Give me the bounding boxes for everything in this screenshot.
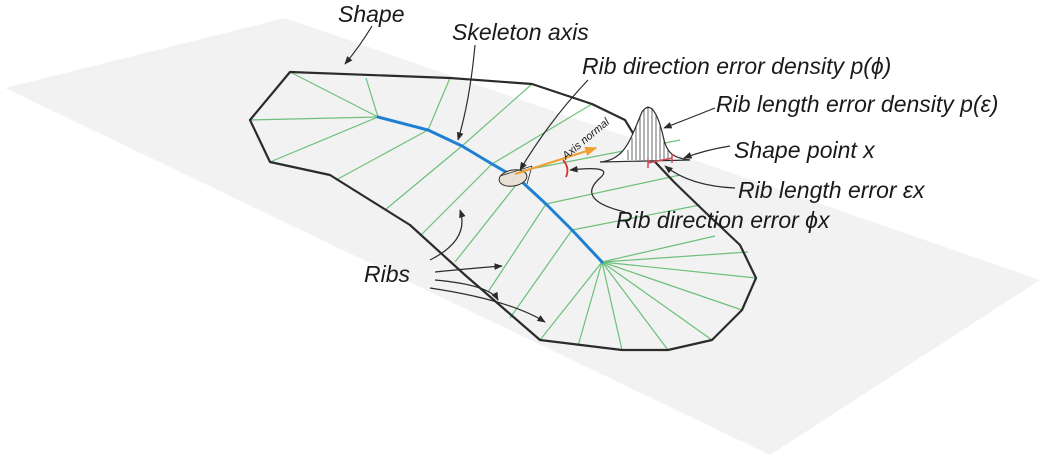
rib-direction-error-label: Rib direction error ϕx [616, 207, 831, 233]
skeleton-axis-leader [456, 44, 476, 141]
ribs-leader-1 [429, 209, 466, 261]
rib-line [571, 204, 701, 231]
rib-line [249, 116, 379, 121]
rib-direction-density-label: Rib direction error density p(ϕ) [582, 53, 891, 79]
shape-outline [248, 70, 758, 352]
rib-line [509, 229, 573, 319]
rib-line [487, 203, 547, 293]
rib-line [427, 77, 451, 131]
rib-line [454, 179, 521, 263]
rib-line [545, 174, 681, 205]
length-error-leader [664, 165, 736, 189]
axis-normal-arrow [514, 146, 598, 175]
skeleton-axis-label: Skeleton axis [452, 19, 589, 45]
rib-line [601, 251, 749, 263]
length-density-curve [599, 106, 691, 163]
direction-density-leader [519, 79, 589, 171]
rib-line [384, 145, 463, 211]
rib-line [491, 103, 593, 165]
direction-error-leader [569, 165, 626, 213]
rib-line [539, 261, 603, 341]
shape-label: Shape [338, 1, 405, 27]
rib-line [419, 163, 493, 237]
rib-line [461, 83, 533, 147]
shape-leader [344, 25, 373, 65]
rib-line [601, 261, 713, 341]
rib-line [577, 261, 603, 347]
rib-line [601, 261, 623, 351]
rib-line [601, 235, 716, 263]
leader-lines [344, 25, 736, 323]
rib-line [335, 129, 429, 181]
ribs-leader-3 [434, 279, 499, 301]
rib-line [601, 261, 743, 311]
background-plane [5, 18, 1040, 455]
rib-line [289, 71, 379, 118]
ribs-group [249, 71, 757, 351]
rib-length-error-bar [647, 154, 673, 168]
ribs-leader-2 [434, 263, 503, 273]
ribs-label: Ribs [364, 261, 411, 287]
rib-length-error-label: Rib length error εx [738, 177, 926, 203]
rib-line [601, 261, 669, 351]
rib-direction-error-marker [562, 159, 569, 178]
ribs-leader-4 [429, 287, 546, 323]
shape-point-label: Shape point x [734, 137, 876, 163]
rib-line [269, 116, 379, 163]
shape-point-leader [683, 145, 731, 159]
length-error-density [599, 106, 691, 163]
rib-line [601, 261, 757, 279]
rib-length-density-label: Rib length error density p(ε) [716, 91, 998, 117]
rib-line [365, 77, 379, 118]
length-density-leader [663, 107, 716, 129]
